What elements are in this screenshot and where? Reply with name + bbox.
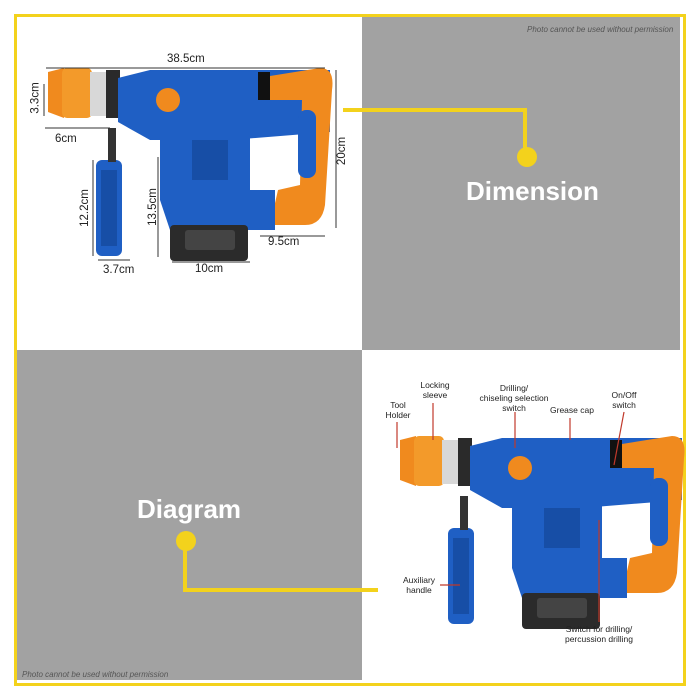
diagram-dot [176,531,196,551]
label-selection-switch: Drilling/ chiseling selection switch [479,383,549,413]
diagram-connector [183,543,378,592]
label-locking-sleeve: Locking sleeve [420,380,450,400]
drill-illustration-diagram [400,436,685,629]
dim-body-height: 13.5cm [146,188,159,226]
dim-total-height: 20cm [336,136,349,166]
dim-rear-depth: 9.5cm [268,236,300,248]
label-mode-switch: Switch for drilling/ percussion drilling [564,624,634,644]
dim-chuck-length: 6cm [55,133,77,145]
label-onoff-switch: On/Off switch [611,390,637,410]
watermark-top: Photo cannot be used without permission [527,25,674,34]
dim-handle-width: 3.7cm [103,264,135,276]
callout-lines [396,403,625,622]
dim-handle-length: 12.2cm [78,189,91,227]
watermark-bottom: Photo cannot be used without permission [22,670,169,679]
label-auxiliary-handle: Auxiliary handle [402,575,436,595]
diagram-heading-panel [17,350,362,680]
diagram-heading: Diagram [137,494,242,524]
dimension-connector [343,108,527,156]
dim-chuck-diameter: 3.3cm [29,82,42,114]
label-tool-holder: Tool Holder [385,400,411,420]
label-grease-cap: Grease cap [550,405,594,415]
drill-illustration-dimension [43,67,337,263]
yellow-frame [14,14,686,686]
dimension-dot [517,147,537,167]
dim-base-width: 10cm [195,263,224,275]
dim-length: 38.5cm [167,53,205,65]
dimension-heading: Dimension [466,176,599,206]
dimension-heading-panel [362,17,680,350]
